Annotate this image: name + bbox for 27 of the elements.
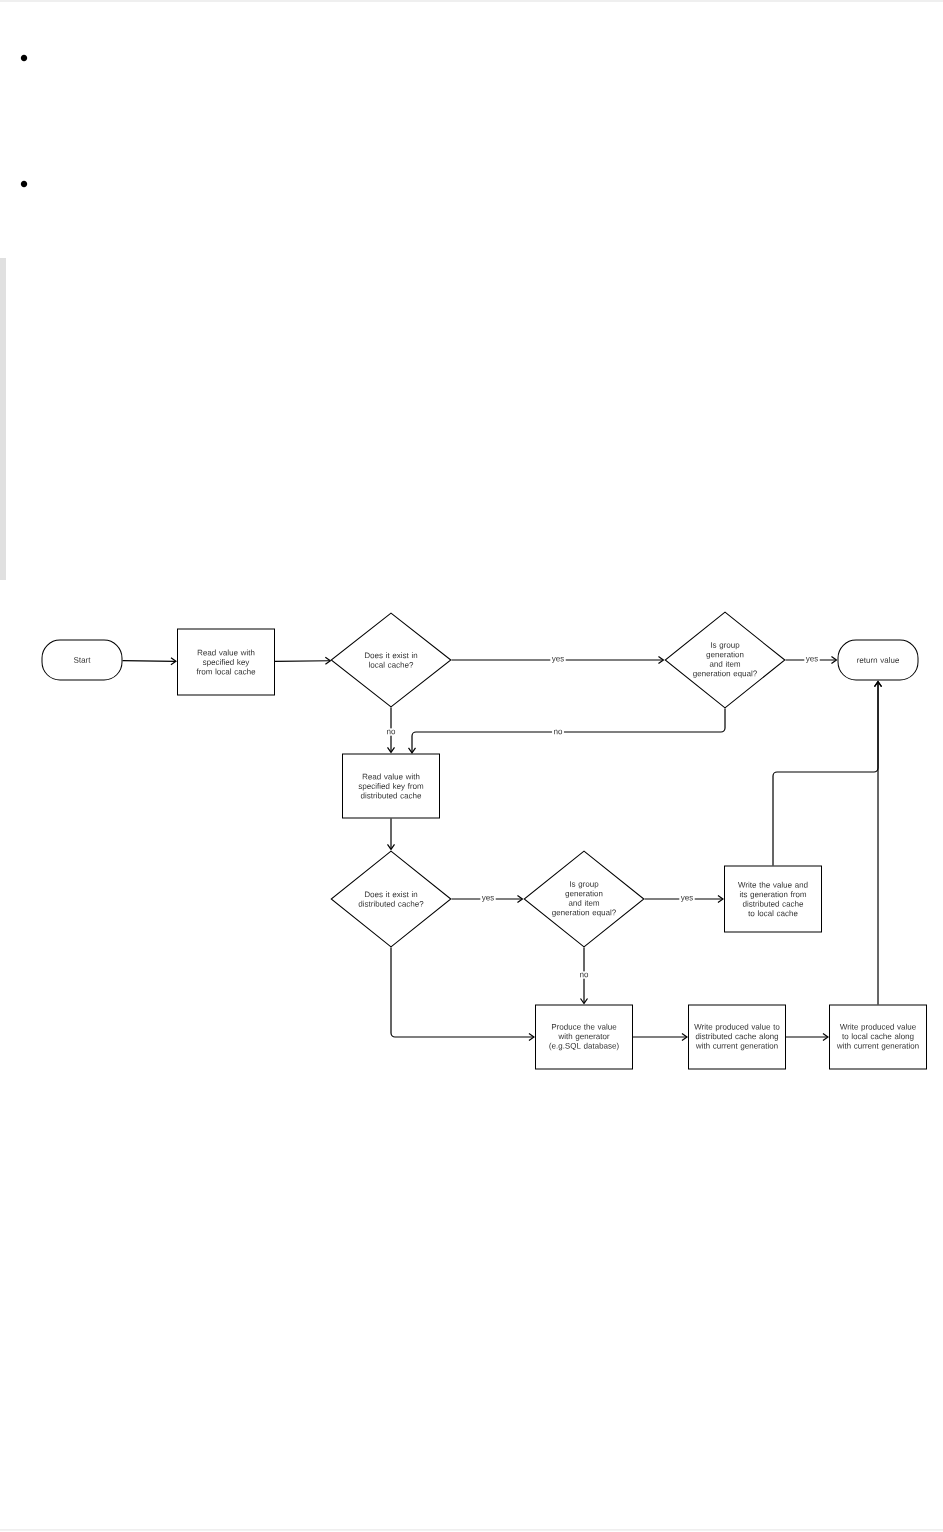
arrow: [873, 680, 883, 1006]
arrow: [121, 657, 177, 666]
process-box: Read value with specified key from local cache: [177, 628, 275, 696]
edge-label: no: [552, 728, 564, 736]
arrow: [386, 817, 396, 851]
arrow: [450, 655, 665, 665]
process-box: Write produced value to distributed cache along with current generation: [688, 1004, 786, 1070]
edge-label: no: [578, 971, 590, 979]
arrow: [579, 946, 589, 1005]
arrow: [785, 1032, 829, 1042]
arrow: [784, 655, 838, 665]
arrow: [390, 946, 535, 1042]
process-box: Write produced value to local cache along with current generation: [829, 1004, 927, 1070]
arrow: [643, 894, 724, 904]
edge-label: yes: [804, 655, 820, 665]
arrow: [386, 706, 396, 754]
arrow: [274, 656, 332, 665]
process-box: Write the value and its generation from distributed cache to local cache: [724, 865, 822, 933]
process-box: Produce the value with generator (e.g.SQL database): [535, 1004, 633, 1070]
arrow: [407, 707, 726, 754]
edge-label: yes: [480, 894, 496, 904]
arrow: [632, 1032, 688, 1042]
edge-label: yes: [550, 655, 566, 665]
process-box: Read value with specified key from distributed cache: [342, 753, 440, 819]
edge-label: no: [385, 728, 397, 736]
arrow: [450, 894, 524, 904]
edge-label: yes: [679, 894, 695, 904]
